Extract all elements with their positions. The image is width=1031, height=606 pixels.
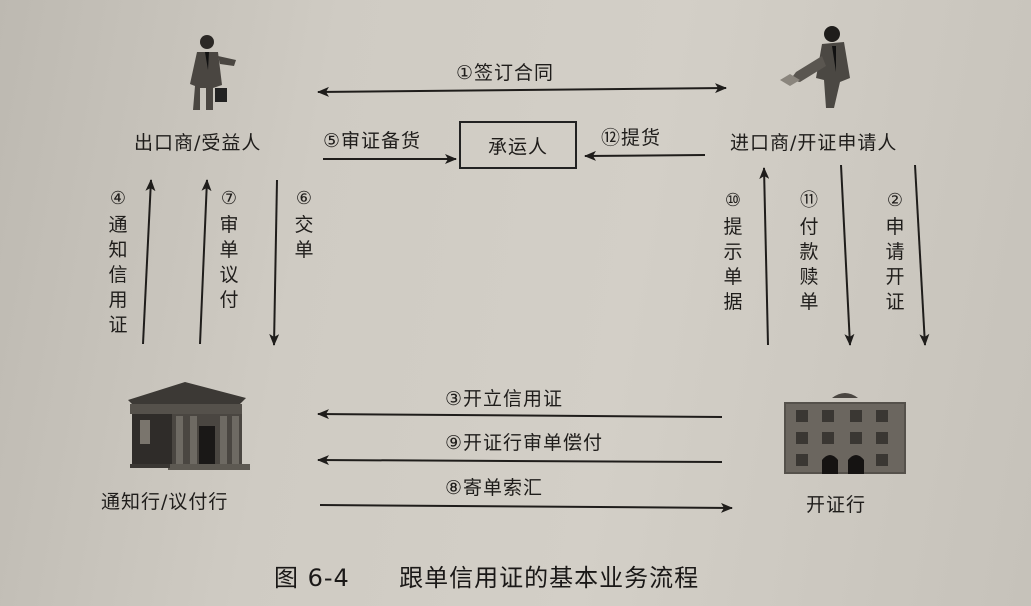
step-12-text: 提货 bbox=[621, 127, 662, 149]
figure-number: 图 6-4 bbox=[274, 564, 350, 592]
exporter-person-icon bbox=[190, 35, 236, 110]
step-5-label: ⑤审证备货 bbox=[323, 126, 421, 153]
step-12-label: ⑫提货 bbox=[601, 123, 661, 150]
arrow-step-7 bbox=[199, 179, 212, 345]
step-8-text: 寄单索汇 bbox=[463, 477, 544, 499]
step-9-label: ⑨开证行审单偿付 bbox=[445, 428, 603, 455]
step-7-label: ⑦ 审 单 议 付 bbox=[217, 186, 241, 313]
step-11-number: ⑪ bbox=[800, 190, 818, 211]
arrow-step-6 bbox=[269, 179, 280, 346]
arrow-step-1 bbox=[317, 83, 727, 97]
step-1-text: 签订合同 bbox=[474, 62, 555, 84]
step-4-label: ④ 通 知 信 用 证 bbox=[106, 186, 130, 338]
step-12-number: ⑫ bbox=[601, 127, 622, 149]
issuing-bank-label: 开证行 bbox=[806, 494, 867, 516]
issuing-bank-building-icon bbox=[784, 393, 906, 474]
importer-person-icon bbox=[780, 26, 850, 108]
step-7-number: ⑦ bbox=[220, 188, 238, 209]
step-10-label: ⑩ 提 示 单 据 bbox=[721, 188, 745, 315]
carrier-box: 承运人 bbox=[459, 121, 577, 169]
step-8-label: ⑧寄单索汇 bbox=[445, 473, 543, 500]
step-1-label: ①签订合同 bbox=[456, 58, 554, 85]
arrow-step-8 bbox=[319, 502, 733, 513]
arrow-step-12 bbox=[584, 150, 706, 161]
step-10-number: ⑩ bbox=[724, 190, 742, 211]
step-2-number: ② bbox=[886, 190, 904, 211]
step-6-number: ⑥ bbox=[295, 188, 313, 209]
arrow-step-10 bbox=[759, 167, 770, 346]
advising-bank-label: 通知行/议付行 bbox=[101, 491, 229, 513]
step-8-number: ⑧ bbox=[445, 477, 464, 499]
step-3-number: ③ bbox=[445, 388, 464, 410]
arrow-step-11 bbox=[840, 164, 855, 346]
arrow-step-2 bbox=[914, 164, 930, 346]
importer-label: 进口商/开证申请人 bbox=[730, 132, 898, 154]
step-9-text: 开证行审单偿付 bbox=[463, 432, 604, 454]
advising-bank-building-icon bbox=[128, 382, 250, 470]
arrow-step-3 bbox=[317, 409, 723, 420]
step-1-number: ① bbox=[456, 62, 475, 84]
step-6-label: ⑥ 交 单 bbox=[292, 186, 316, 263]
step-5-number: ⑤ bbox=[323, 130, 342, 152]
step-2-label: ② 申 请 开 证 bbox=[883, 188, 907, 315]
step-3-text: 开立信用证 bbox=[463, 388, 564, 410]
arrow-step-4 bbox=[142, 179, 156, 345]
carrier-label: 承运人 bbox=[487, 135, 548, 158]
figure-title: 跟单信用证的基本业务流程 bbox=[399, 564, 700, 592]
step-5-text: 审证备货 bbox=[341, 130, 422, 152]
step-11-label: ⑪ 付 款 赎 单 bbox=[797, 188, 821, 315]
arrow-step-9 bbox=[317, 455, 723, 466]
step-9-number: ⑨ bbox=[445, 432, 464, 454]
step-3-label: ③开立信用证 bbox=[445, 384, 563, 411]
exporter-label: 出口商/受益人 bbox=[134, 132, 262, 154]
figure-caption: 图 6-4 跟单信用证的基本业务流程 bbox=[274, 558, 699, 593]
step-4-number: ④ bbox=[109, 188, 127, 209]
